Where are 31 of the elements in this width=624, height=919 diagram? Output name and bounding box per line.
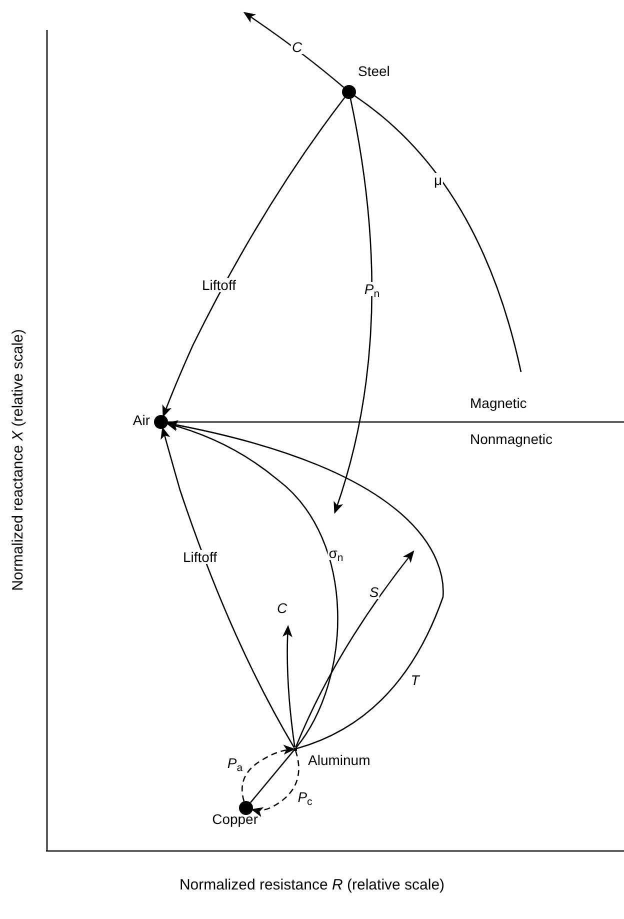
point-label: Air bbox=[132, 413, 150, 427]
point-label: Copper bbox=[212, 812, 258, 826]
arrow bbox=[166, 420, 444, 750]
edge-label: S bbox=[368, 585, 380, 599]
edge-label: P$_{a}$ bbox=[226, 756, 244, 770]
curve-line bbox=[250, 750, 294, 804]
arrow bbox=[295, 550, 414, 748]
junction-point bbox=[294, 748, 296, 750]
edge-label: T bbox=[410, 673, 420, 687]
arrow bbox=[166, 422, 338, 748]
region-label: Nonmagnetic bbox=[470, 432, 552, 446]
edge-label: C bbox=[276, 601, 288, 615]
edge-label: C bbox=[290, 40, 304, 54]
edge-label: P$_{c}$ bbox=[296, 790, 314, 804]
edge-label: Liftoff bbox=[182, 550, 218, 564]
edge-label: μ bbox=[432, 173, 444, 187]
arrow bbox=[243, 12, 344, 88]
axis-label: Normalized resistance R (relative scale) bbox=[179, 878, 445, 892]
dashed-arrow bbox=[250, 750, 300, 817]
arrow bbox=[333, 98, 372, 514]
arrow bbox=[160, 426, 295, 748]
point-label: Aluminum bbox=[308, 753, 370, 767]
edge-label: Liftoff bbox=[201, 278, 237, 292]
region-label: Magnetic bbox=[470, 396, 527, 410]
arrow bbox=[282, 625, 296, 748]
axis-label: Normalized reactance X (relative scale) bbox=[10, 329, 26, 591]
arrow bbox=[162, 97, 346, 418]
point-label: Steel bbox=[358, 64, 390, 78]
dashed-arrow bbox=[242, 744, 296, 802]
curve-line bbox=[354, 95, 522, 372]
edge-label: P$_{n}$ bbox=[363, 282, 381, 296]
